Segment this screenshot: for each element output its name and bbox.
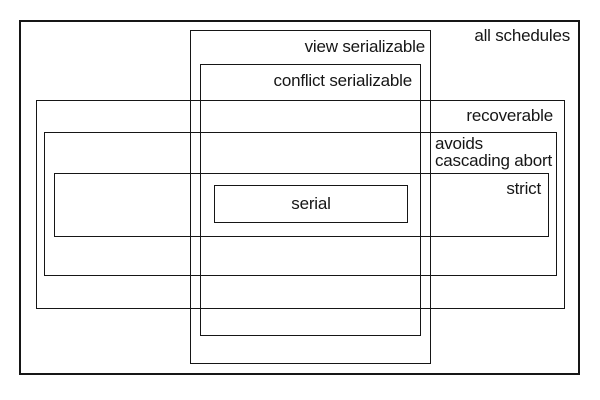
set-all-schedules-box	[19, 20, 580, 375]
set-conflict-serializable-box	[200, 64, 421, 336]
label-avoids-line2: cascading abort	[435, 151, 553, 170]
label-strict: strict	[506, 179, 541, 198]
label-conflict-serializable: conflict serializable	[273, 71, 413, 90]
label-serial: serial	[291, 194, 331, 213]
label-all-schedules: all schedules	[474, 26, 570, 45]
label-view-serializable: view serializable	[304, 37, 426, 56]
set-recoverable-box	[36, 100, 565, 309]
set-serial-box	[214, 185, 408, 223]
label-avoids-cascading-abort: avoids cascading abort	[435, 135, 560, 169]
set-view-serializable-box	[190, 30, 431, 364]
set-strict-box	[54, 173, 549, 237]
label-recoverable: recoverable	[466, 106, 553, 125]
set-avoids-cascading-abort-box	[44, 132, 557, 276]
label-avoids-line1: avoids	[435, 134, 483, 153]
